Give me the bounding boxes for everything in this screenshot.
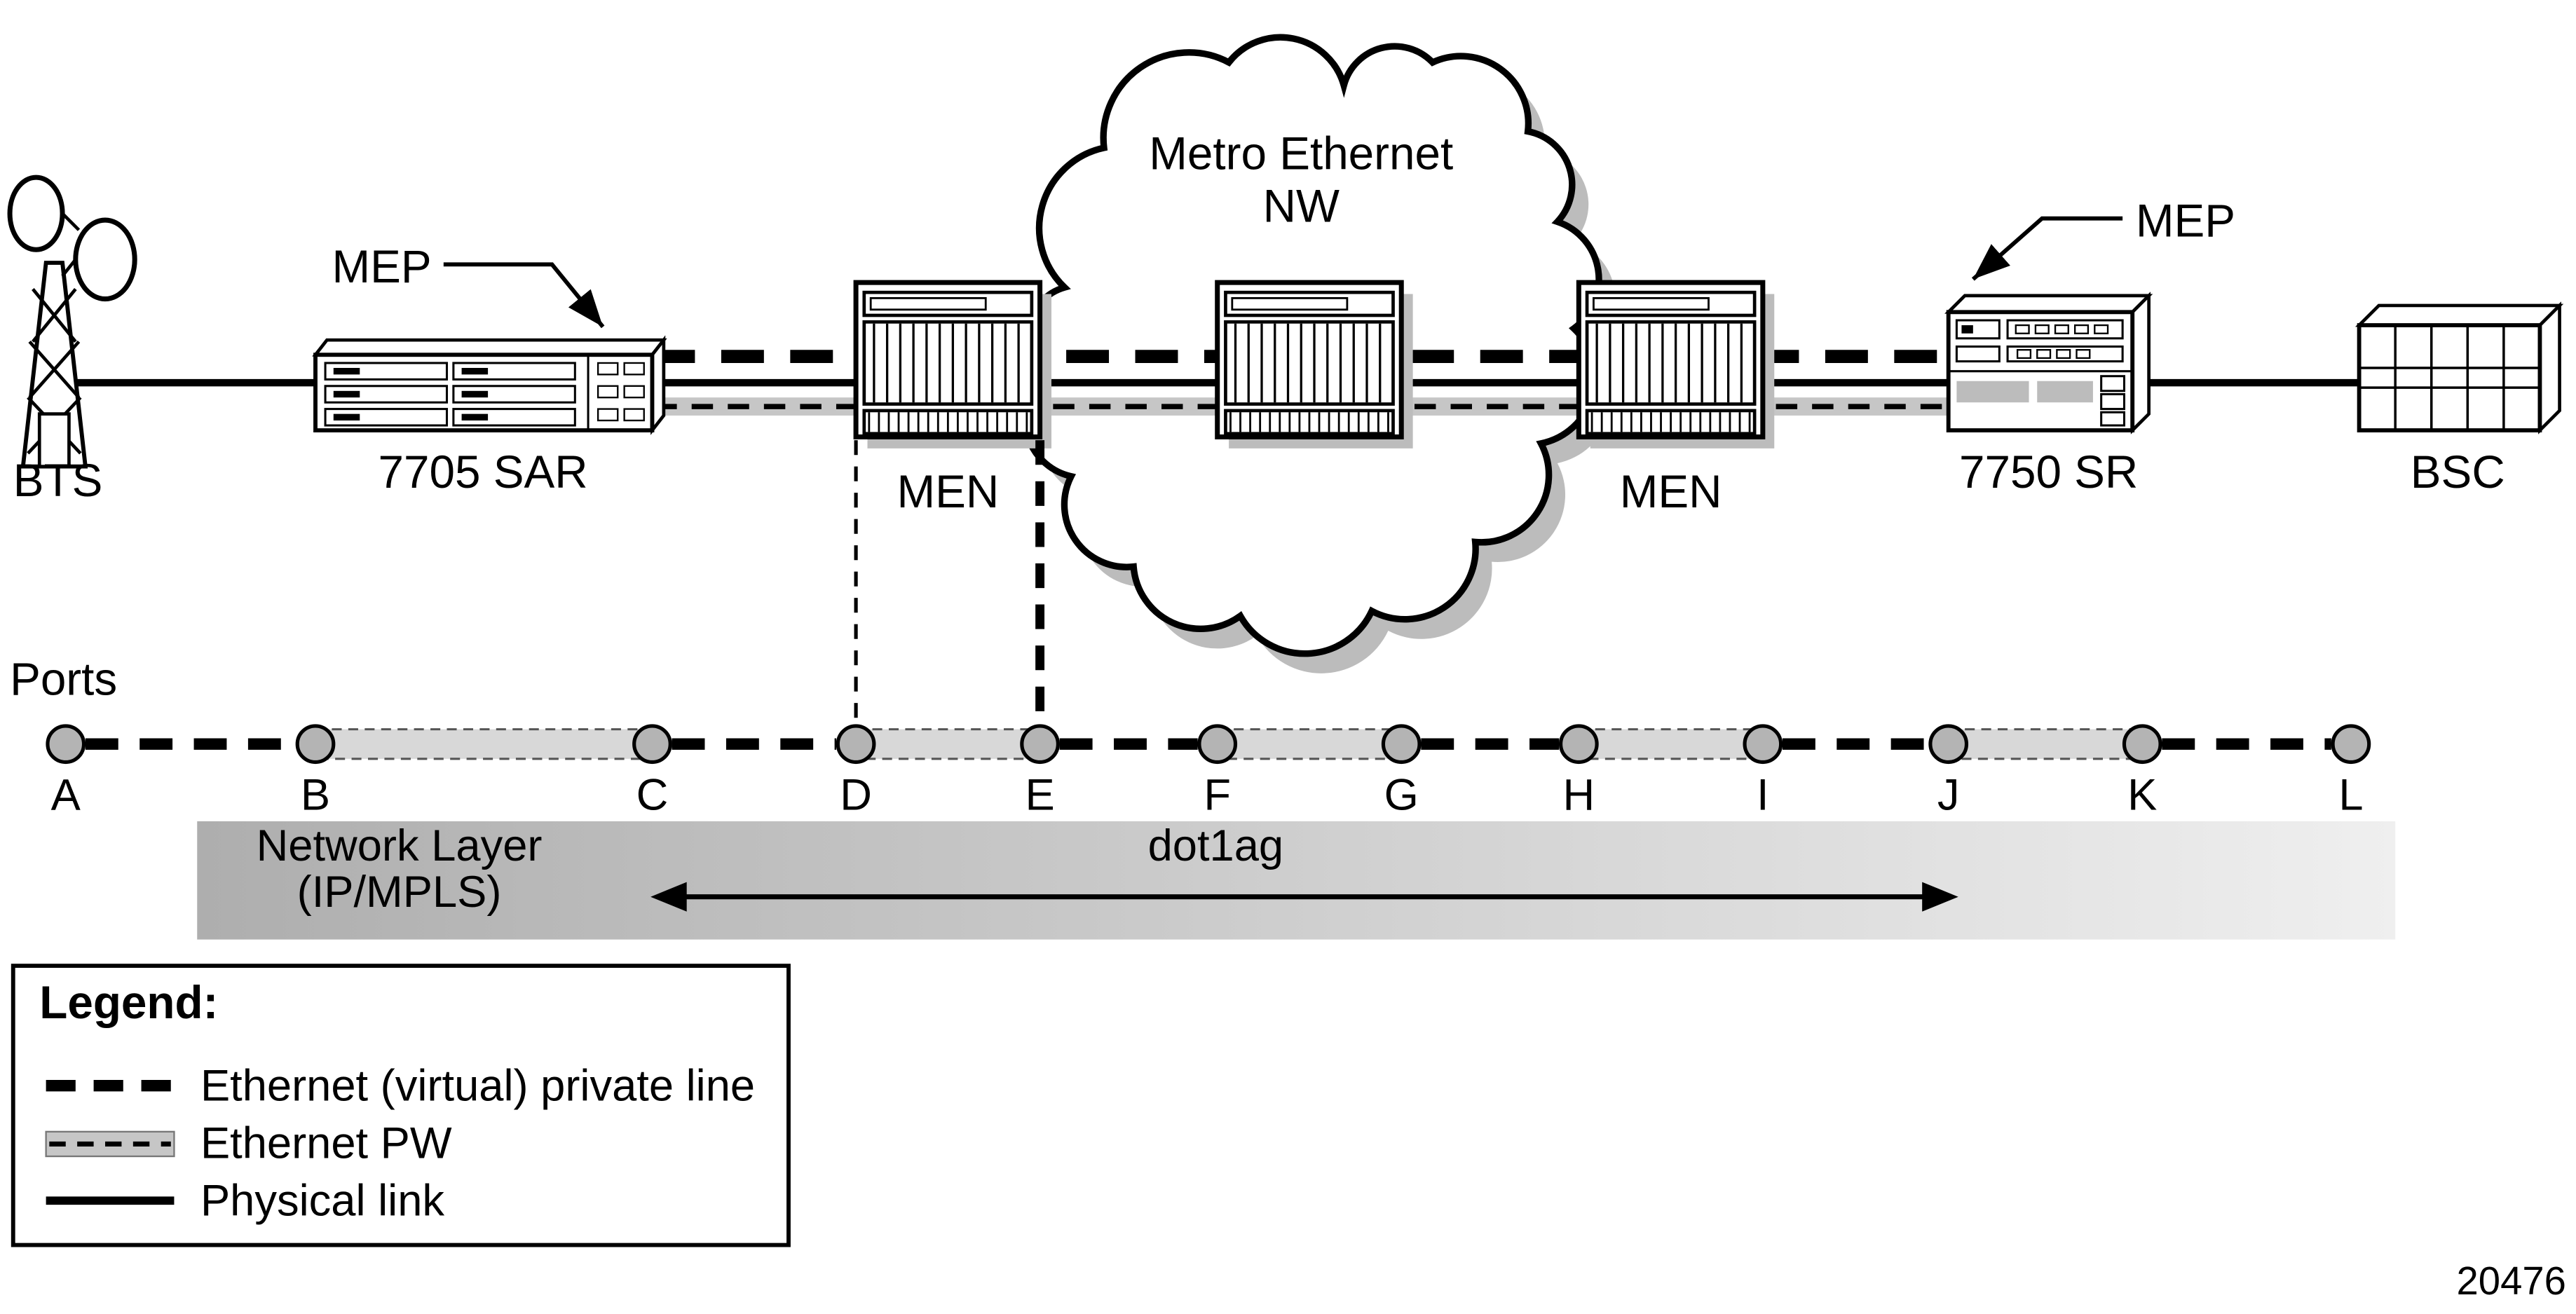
port-label-b: B <box>301 770 330 819</box>
port-label-i: I <box>1757 770 1769 819</box>
network-layer-label-line2: (IP/MPLS) <box>297 868 502 917</box>
port-label-g: G <box>1384 770 1419 819</box>
port-label-a: A <box>51 770 81 819</box>
bts-dish-left <box>7 174 65 252</box>
device-men-left <box>856 282 1051 449</box>
port-label-j: J <box>1937 770 1960 819</box>
port-circle-k <box>2122 724 2162 765</box>
ports-row: Ports A B C D E F G H I <box>10 653 2371 819</box>
device-7750-sr <box>1944 292 2153 434</box>
port-mapping-guides <box>854 440 1045 725</box>
bsc-label: BSC <box>2411 446 2505 498</box>
legend-item-physical-link: Physical link <box>200 1176 444 1225</box>
port-label-h: H <box>1562 770 1595 819</box>
port-label-f: F <box>1204 770 1231 819</box>
men-left-label: MEN <box>897 466 999 517</box>
mep-left-arrow <box>443 262 605 329</box>
port-circle-b <box>295 724 336 765</box>
pw-segment-j-k <box>1947 728 2144 760</box>
port-circle-j <box>1928 724 1969 765</box>
mep-callouts: MEP MEP <box>332 196 2235 329</box>
port-circle-c <box>632 724 672 765</box>
ports-label: Ports <box>10 653 117 704</box>
devices: BTS 7705 SAR <box>7 174 2564 517</box>
legend: Legend: Ethernet (virtual) private line … <box>11 964 791 1247</box>
port-label-e: E <box>1025 770 1054 819</box>
port-circle-e <box>1020 724 1060 765</box>
men-right-label: MEN <box>1620 466 1722 517</box>
bts-dish-right <box>73 217 137 302</box>
cloud-label-line2: NW <box>1263 180 1340 231</box>
layer-bands: Network Layer (IP/MPLS) dot1ag <box>197 821 2396 940</box>
mep-left-label: MEP <box>332 241 431 292</box>
device-men-middle <box>1218 282 1413 449</box>
mep-right-arrow <box>1971 216 2123 281</box>
dot1ag-label: dot1ag <box>1148 821 1284 870</box>
network-layer-label-line1: Network Layer <box>257 821 543 870</box>
port-label-k: K <box>2127 770 2157 819</box>
dot1ag-span-arrow <box>650 882 1958 912</box>
port-label-c: C <box>636 770 669 819</box>
port-circle-f <box>1197 724 1238 765</box>
port-label-l: L <box>2338 770 2363 819</box>
device-bsc <box>2354 301 2564 434</box>
sr-label: 7750 SR <box>1959 446 2138 498</box>
port-circle-i <box>1743 724 1783 765</box>
pw-segment-h-i <box>1577 728 1764 760</box>
port-circle-l <box>2331 724 2371 765</box>
cloud-label-line1: Metro Ethernet <box>1149 128 1453 179</box>
pw-segment-b-c <box>314 728 653 760</box>
port-circle-a <box>46 724 86 765</box>
legend-item-private-line: Ethernet (virtual) private line <box>200 1061 755 1110</box>
port-circle-g <box>1381 724 1422 765</box>
device-7705-sar <box>312 335 667 435</box>
pw-segment-d-e <box>854 728 1042 760</box>
figure-number: 20476 <box>2457 1259 2566 1303</box>
legend-title: Legend: <box>39 977 218 1028</box>
device-men-right <box>1579 282 1774 449</box>
sar-label: 7705 SAR <box>379 446 588 498</box>
pw-segment-f-g <box>1216 728 1403 760</box>
device-bts <box>7 174 137 469</box>
metro-ethernet-cloud: Metro Ethernet NW <box>1025 37 1616 673</box>
legend-box <box>11 964 791 1247</box>
port-circle-d <box>836 724 876 765</box>
port-circle-h <box>1558 724 1599 765</box>
port-label-d: D <box>840 770 872 819</box>
mep-right-label: MEP <box>2136 196 2235 247</box>
legend-item-ethernet-pw: Ethernet PW <box>200 1118 452 1168</box>
bts-label: BTS <box>13 455 103 506</box>
layer-gradient-bar <box>197 821 2396 940</box>
